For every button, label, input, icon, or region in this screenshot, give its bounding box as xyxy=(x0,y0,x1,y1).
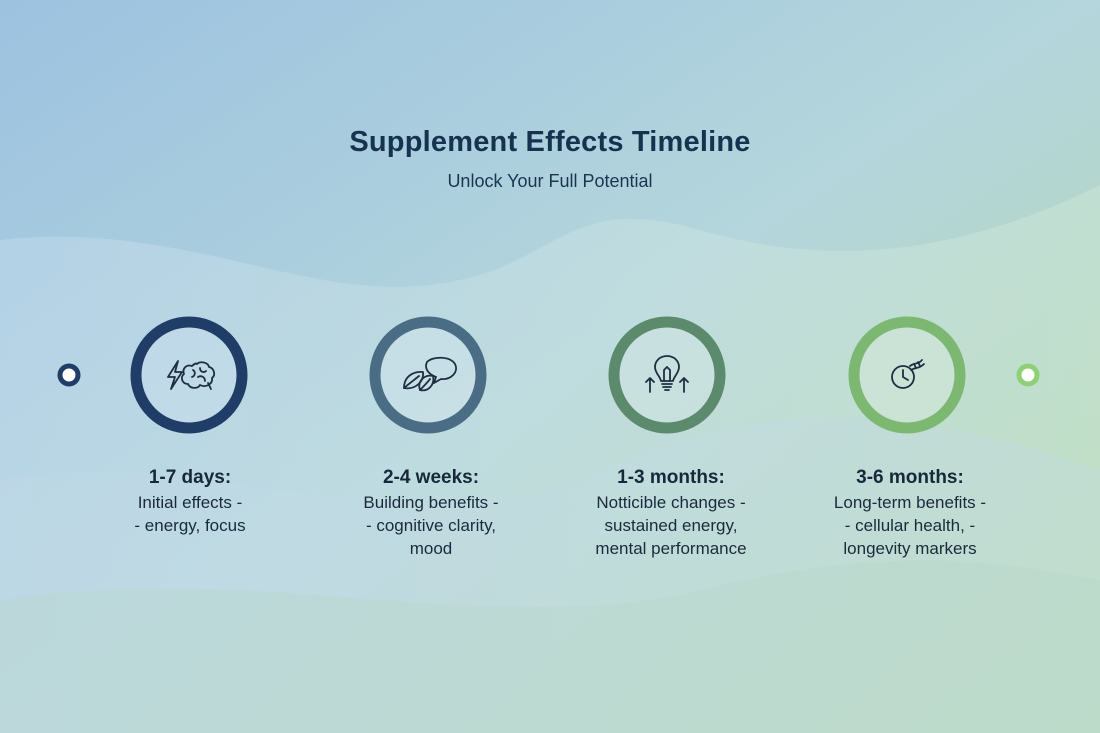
stage-4-line-1: Long-term benefits - xyxy=(833,493,987,512)
stage-1-line-2: - energy, focus xyxy=(134,516,246,535)
stage-3-line-1: Notticible changes - xyxy=(596,493,746,512)
stage-3-line-2: sustained energy, xyxy=(604,516,738,535)
page-subtitle: Unlock Your Full Potential xyxy=(447,171,653,191)
stage-4-period: 3-6 months: xyxy=(856,467,964,488)
stage-1-text: 1-7 days: Initial effects - - energy, fo… xyxy=(70,466,310,537)
stage-1-line-1: Initial effects - xyxy=(137,493,243,512)
stage-node-1 xyxy=(130,316,248,434)
lightning-brain-icon xyxy=(167,360,216,390)
stage-2-line-3: mood xyxy=(409,539,453,558)
clock-dna-icon xyxy=(891,359,925,389)
timeline-end-dot xyxy=(1016,363,1040,387)
leaf-bubble-icon xyxy=(403,356,457,392)
stage-4-line-3: longevity markers xyxy=(843,539,977,558)
stage-2-period: 2-4 weeks: xyxy=(382,467,480,488)
stage-2-line-1: Building benefits - xyxy=(363,493,499,512)
stage-3-text: 1-3 months: Notticible changes - sustain… xyxy=(551,466,791,560)
stage-2-line-2: - cognitive clarity, xyxy=(365,516,497,535)
stage-node-3 xyxy=(608,316,726,434)
stage-3-period: 1-3 months: xyxy=(617,467,725,488)
stage-4-line-2: - cellular health, - xyxy=(844,516,976,535)
lightbulb-arrows-icon xyxy=(645,355,689,393)
timeline-start-dot xyxy=(57,363,81,387)
stage-4-text: 3-6 months: Long-term benefits - - cellu… xyxy=(790,466,1030,560)
stage-node-2 xyxy=(369,316,487,434)
page-title: Supplement Effects Timeline xyxy=(349,126,751,158)
stage-3-line-3: mental performance xyxy=(595,539,747,558)
stage-1-period: 1-7 days: xyxy=(148,467,232,488)
stage-node-4 xyxy=(848,316,966,434)
stage-2-text: 2-4 weeks: Building benefits - - cogniti… xyxy=(311,466,551,560)
